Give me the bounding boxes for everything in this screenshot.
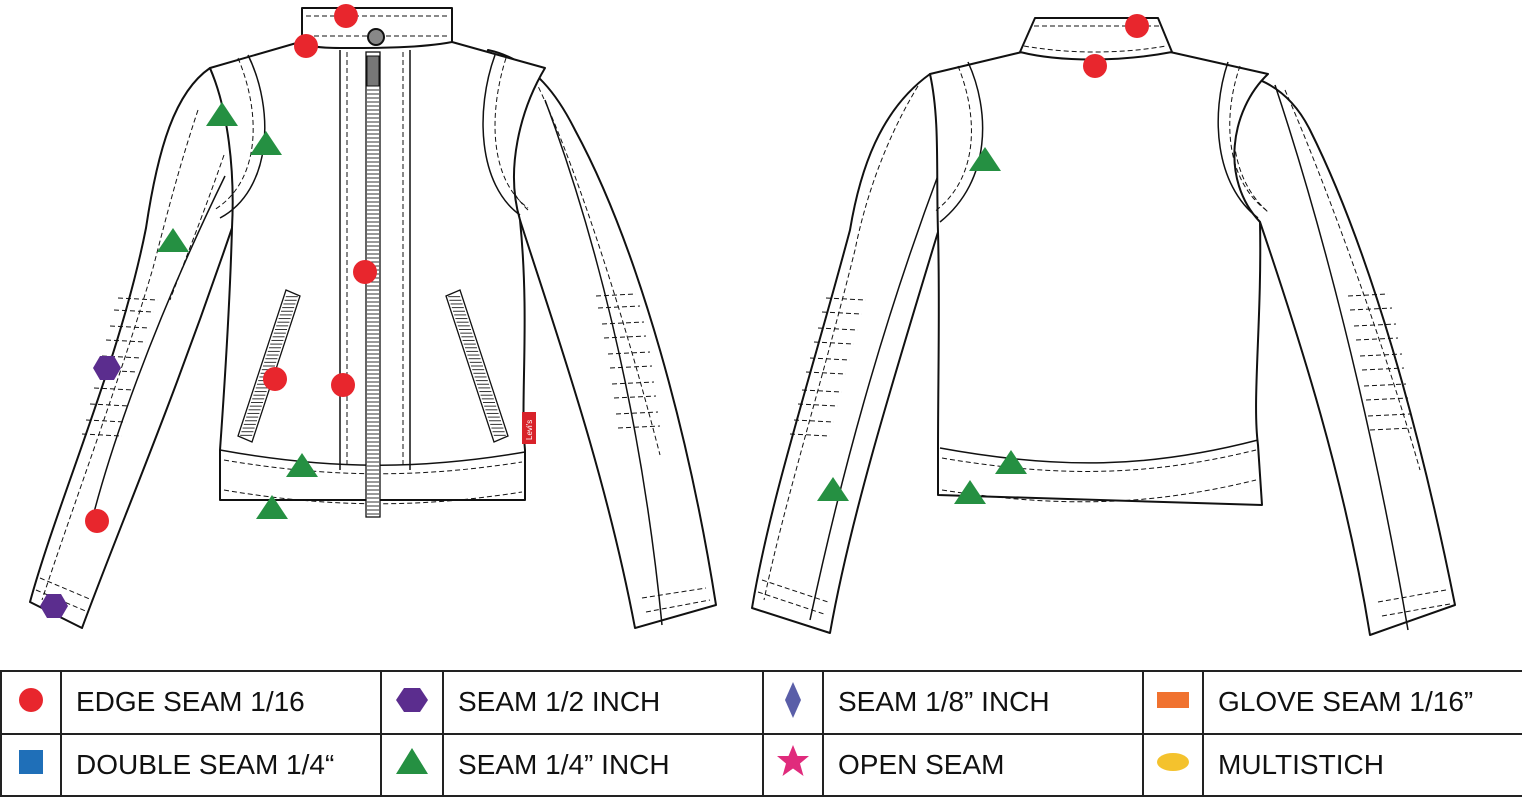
- back-view: [751, 14, 1456, 636]
- marker-seam-quarter-inch: [157, 228, 189, 252]
- zipper-pull: [366, 55, 380, 87]
- marker-edge-seam: [1083, 54, 1107, 78]
- legend-table: EDGE SEAM 1/16 SEAM 1/2 INCH SEAM 1/8” I…: [0, 670, 1522, 797]
- collar-snap: [367, 28, 385, 46]
- marker-edge-seam: [294, 34, 318, 58]
- front-left-sleeve: [29, 67, 238, 629]
- legend-label: EDGE SEAM 1/16: [60, 670, 382, 735]
- center-zipper: [365, 51, 381, 518]
- marker-seam-half-inch: [40, 594, 68, 618]
- marker-edge-seam: [85, 509, 109, 533]
- marker-seam-quarter-inch: [954, 480, 986, 504]
- marker-seam-half-inch: [93, 356, 121, 380]
- center-zipper-teeth: [367, 89, 379, 515]
- front-view: Levi's: [29, 4, 717, 629]
- marker-edge-seam: [334, 4, 358, 28]
- marker-seam-quarter-inch: [995, 450, 1027, 474]
- garment-sketch: Levi's: [29, 4, 1456, 636]
- legend-symbol-cell: [0, 732, 62, 797]
- legend-label: OPEN SEAM: [822, 732, 1144, 797]
- legend-symbol-cell: [1142, 670, 1204, 735]
- glove-seam-rectangle-icon: [1153, 680, 1193, 720]
- seam-eighth-inch-diamond-icon: [773, 680, 813, 720]
- legend-symbol-cell: [380, 732, 444, 797]
- legend-label: SEAM 1/4” INCH: [442, 732, 764, 797]
- marker-edge-seam: [1125, 14, 1149, 38]
- legend-label: MULTISTICH: [1202, 732, 1522, 797]
- seam-quarter-inch-triangle-icon: [392, 742, 432, 782]
- marker-edge-seam: [353, 260, 377, 284]
- legend-symbol-cell: [1142, 732, 1204, 797]
- marker-seam-quarter-inch: [206, 102, 238, 126]
- marker-seam-quarter-inch: [250, 131, 282, 155]
- open-seam-star-icon: [773, 742, 813, 782]
- back-left-sleeve: [751, 73, 946, 634]
- marker-seam-quarter-inch: [817, 477, 849, 501]
- legend-symbol-cell: [380, 670, 444, 735]
- multistich-ellipse-icon: [1153, 742, 1193, 782]
- marker-edge-seam: [331, 373, 355, 397]
- double-seam-square-icon: [11, 742, 51, 782]
- back-body: [929, 51, 1269, 506]
- legend-label: SEAM 1/8” INCH: [822, 670, 1144, 735]
- legend-row: EDGE SEAM 1/16 SEAM 1/2 INCH SEAM 1/8” I…: [0, 670, 1522, 735]
- brand-tab-text: Levi's: [525, 420, 534, 440]
- legend-symbol-cell: [0, 670, 62, 735]
- legend-symbol-cell: [762, 670, 824, 735]
- brand-tab: [522, 412, 536, 444]
- marker-edge-seam: [263, 367, 287, 391]
- marker-seam-quarter-inch: [256, 495, 288, 519]
- legend-label: SEAM 1/2 INCH: [442, 670, 764, 735]
- edge-seam-circle-icon: [11, 680, 51, 720]
- legend-label: DOUBLE SEAM 1/4“: [60, 732, 382, 797]
- legend-symbol-cell: [762, 732, 824, 797]
- seam-half-inch-hexagon-icon: [392, 680, 432, 720]
- back-collar: [1019, 17, 1173, 61]
- marker-seam-quarter-inch: [969, 147, 1001, 171]
- marker-seam-quarter-inch: [286, 453, 318, 477]
- legend-label: GLOVE SEAM 1/16”: [1202, 670, 1522, 735]
- legend-row: DOUBLE SEAM 1/4“ SEAM 1/4” INCH OPEN SEA…: [0, 732, 1522, 797]
